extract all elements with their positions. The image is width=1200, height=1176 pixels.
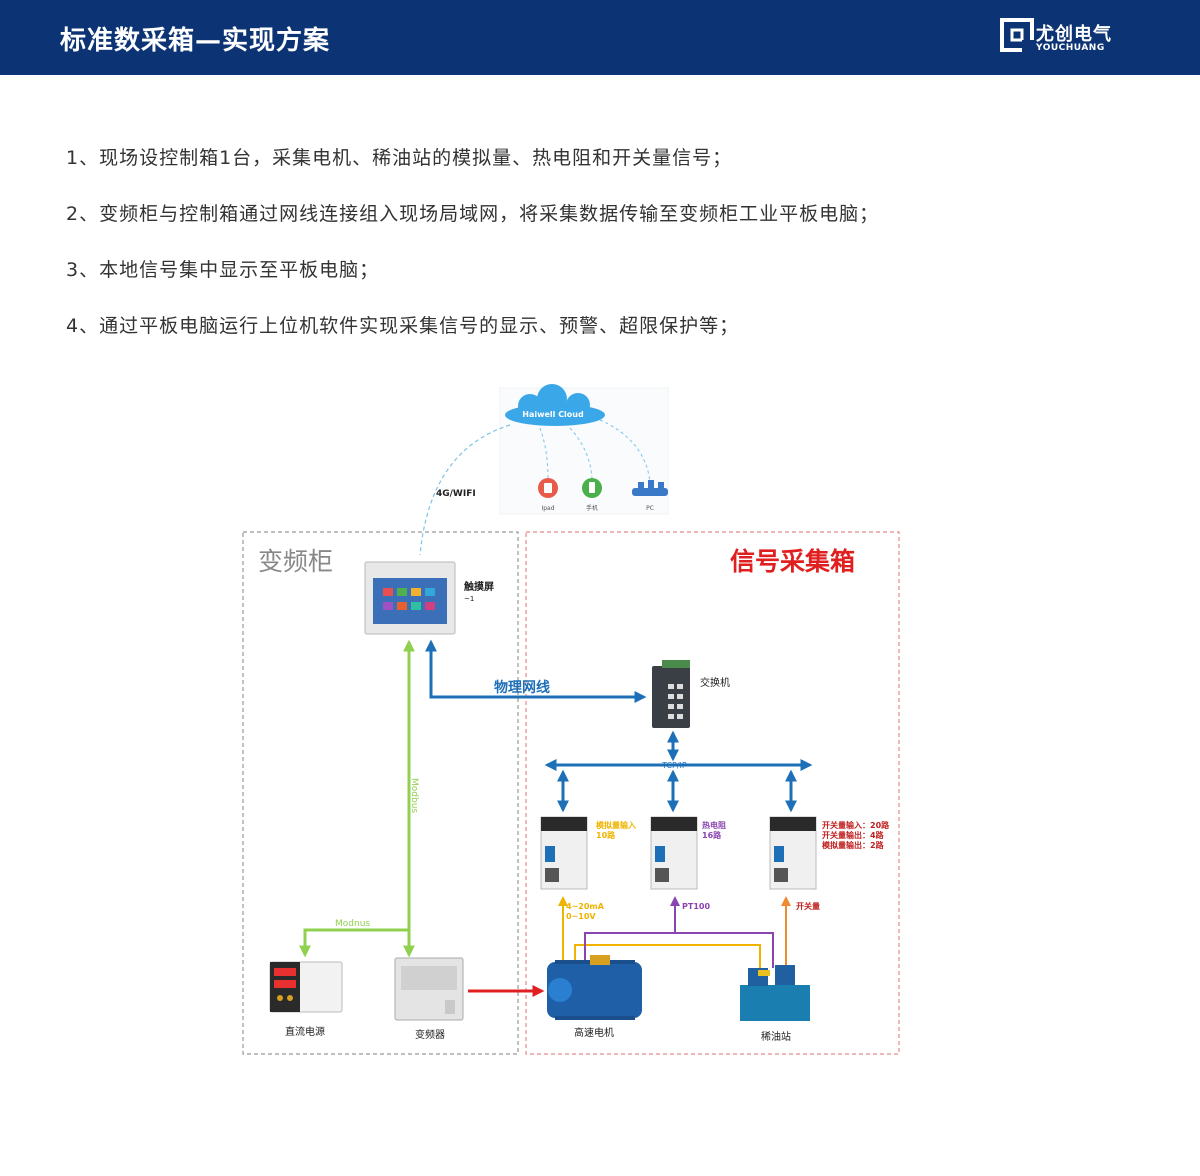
- io-module-analog: [540, 816, 588, 890]
- signal-digital: 开关量: [796, 901, 820, 911]
- motor-label: 高速电机: [574, 1026, 614, 1039]
- module-analog-label: 模拟量输入: [596, 820, 636, 830]
- device-label-pc: PC: [646, 505, 654, 512]
- signal-rtd: PT100: [682, 902, 710, 911]
- pc-icon: [632, 480, 668, 496]
- rtd-signal-line: [584, 896, 680, 960]
- switch-label: 交换机: [700, 676, 730, 689]
- header-bar: 标准数采箱—实现方案 尤创电气 YOUCHUANG: [0, 0, 1200, 75]
- company-logo: 尤创电气 YOUCHUANG: [1000, 18, 1140, 58]
- logo-mark-icon: [1000, 18, 1034, 52]
- motor-device: [547, 955, 642, 1020]
- touchscreen-label: 触摸屏: [463, 580, 494, 593]
- cloud-icon: [505, 384, 605, 426]
- modbus-vertical-label: Modbus: [409, 778, 419, 813]
- collector-title: 信号采集箱: [730, 547, 855, 576]
- modbus-link-horizontal: [299, 928, 409, 958]
- list-item: 3、本地信号集中显示至平板电脑；: [66, 259, 380, 281]
- dc-power-supply: [269, 961, 343, 1013]
- network-switch: [652, 660, 690, 728]
- cabinet-box: [242, 531, 519, 1055]
- ethernet-link: [425, 639, 647, 703]
- signal-analog-1: 4~20mA: [566, 902, 605, 911]
- modbus-horizontal-label: Modnus: [335, 919, 370, 929]
- cloud-label: Haiwell Cloud: [522, 410, 584, 419]
- logo-en: YOUCHUANG: [1036, 43, 1105, 53]
- module-rtd-count: 16路: [702, 830, 722, 840]
- wireless-label: 4G/WIFI: [436, 489, 476, 499]
- cabinet-title: 变频柜: [258, 547, 333, 576]
- module-digital-line1: 开关量输入：20路: [822, 820, 890, 830]
- touchscreen-sublabel: ~1: [464, 595, 474, 603]
- list-item: 1、现场设控制箱1台，采集电机、稀油站的模拟量、热电阻和开关量信号；: [66, 147, 733, 169]
- collector-box: [525, 531, 900, 1055]
- io-module-digital: [769, 816, 817, 890]
- oil-station-label: 稀油站: [761, 1030, 791, 1043]
- list-item: 2、变频柜与控制箱通过网线连接组入现场局域网，将采集数据传输至变频柜工业平板电脑…: [66, 203, 880, 225]
- signal-analog-2: 0~10V: [566, 912, 596, 921]
- wireless-link: [419, 424, 511, 556]
- io-module-rtd: [650, 816, 698, 890]
- touchscreen-device: [364, 561, 456, 635]
- description-list: 1、现场设控制箱1台，采集电机、稀油站的模拟量、热电阻和开关量信号； 2、变频柜…: [66, 140, 1146, 364]
- list-item: 4、通过平板电脑运行上位机软件实现采集信号的显示、预警、超限保护等；: [66, 315, 740, 337]
- inverter-label: 变频器: [415, 1028, 445, 1041]
- analog-signal-line: [574, 944, 761, 968]
- module-digital-line3: 模拟量输出：2路: [822, 840, 885, 850]
- module-analog-count: 10路: [596, 830, 616, 840]
- device-label-phone: 手机: [586, 504, 598, 512]
- module-digital-line2: 开关量输出：4路: [822, 830, 885, 840]
- device-label-ipad: Ipad: [541, 505, 554, 512]
- tcpip-label: TCP/IP: [661, 761, 687, 770]
- cloud-panel: Haiwell Cloud Ipad 手机 PC: [419, 384, 669, 556]
- inverter-device: [394, 957, 464, 1021]
- dc-power-label: 直流电源: [285, 1025, 325, 1038]
- module-rtd-label: 热电阻: [702, 820, 726, 830]
- logo-cn: 尤创电气: [1036, 24, 1112, 45]
- oil-station-device: [740, 965, 810, 1021]
- network-label: 物理网线: [494, 679, 550, 696]
- page-title: 标准数采箱—实现方案: [60, 26, 331, 56]
